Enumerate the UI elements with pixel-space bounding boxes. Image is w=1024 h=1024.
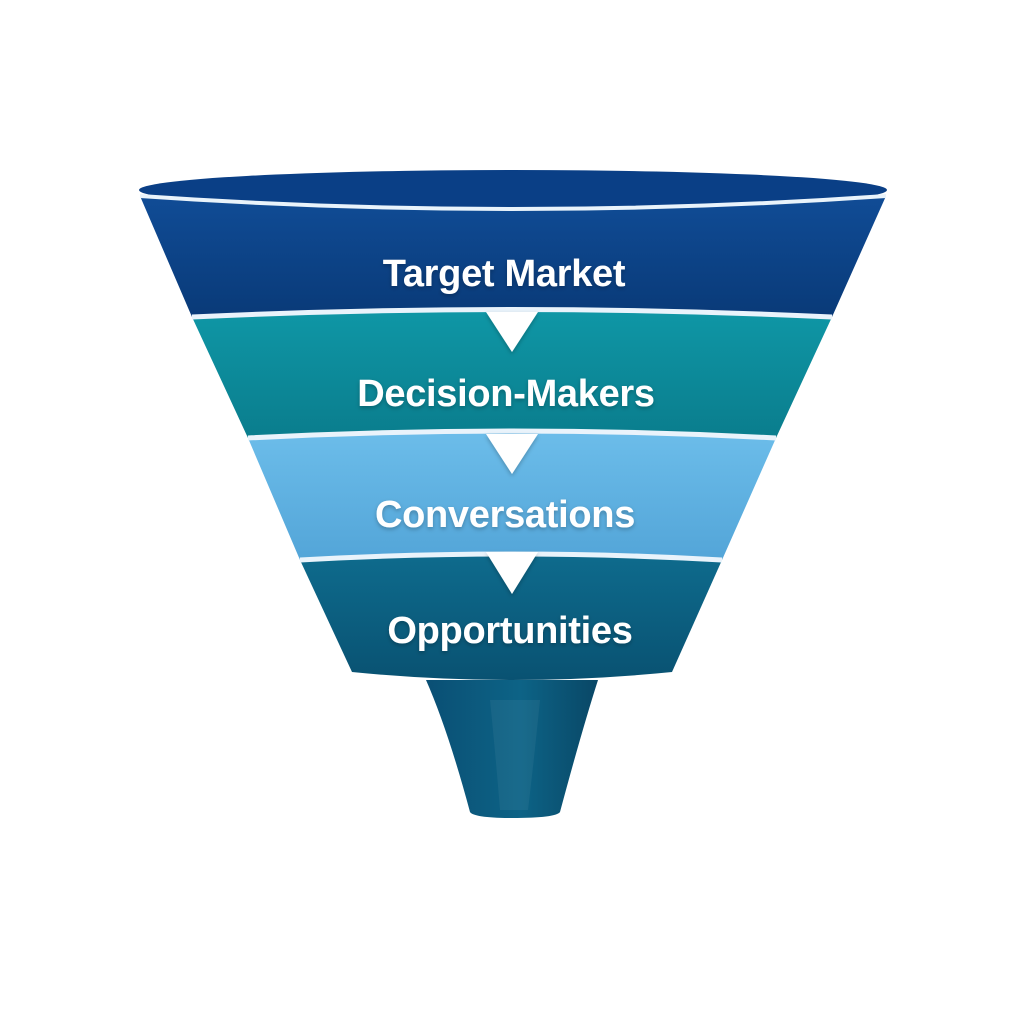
funnel-spout	[426, 680, 598, 818]
stage-label-decision-makers: Decision-Makers	[357, 373, 655, 415]
stage-label-target-market: Target Market	[383, 253, 626, 295]
funnel-rim-edge	[139, 194, 887, 211]
funnel-stage-opportunities	[300, 554, 722, 680]
funnel-stage-decision-makers	[192, 309, 832, 438]
funnel-stage-target-market	[140, 196, 886, 317]
down-arrow-icon	[486, 552, 538, 594]
stage-label-opportunities: Opportunities	[387, 610, 632, 652]
separator-line	[191, 307, 833, 320]
funnel-stage-conversations	[248, 431, 776, 560]
funnel-spout-highlight	[490, 700, 540, 810]
down-arrow-icon	[486, 312, 538, 352]
stage-label-conversations: Conversations	[375, 494, 635, 536]
funnel-rim	[139, 170, 887, 210]
separator-line	[247, 428, 777, 441]
down-arrow-icon	[486, 434, 538, 474]
